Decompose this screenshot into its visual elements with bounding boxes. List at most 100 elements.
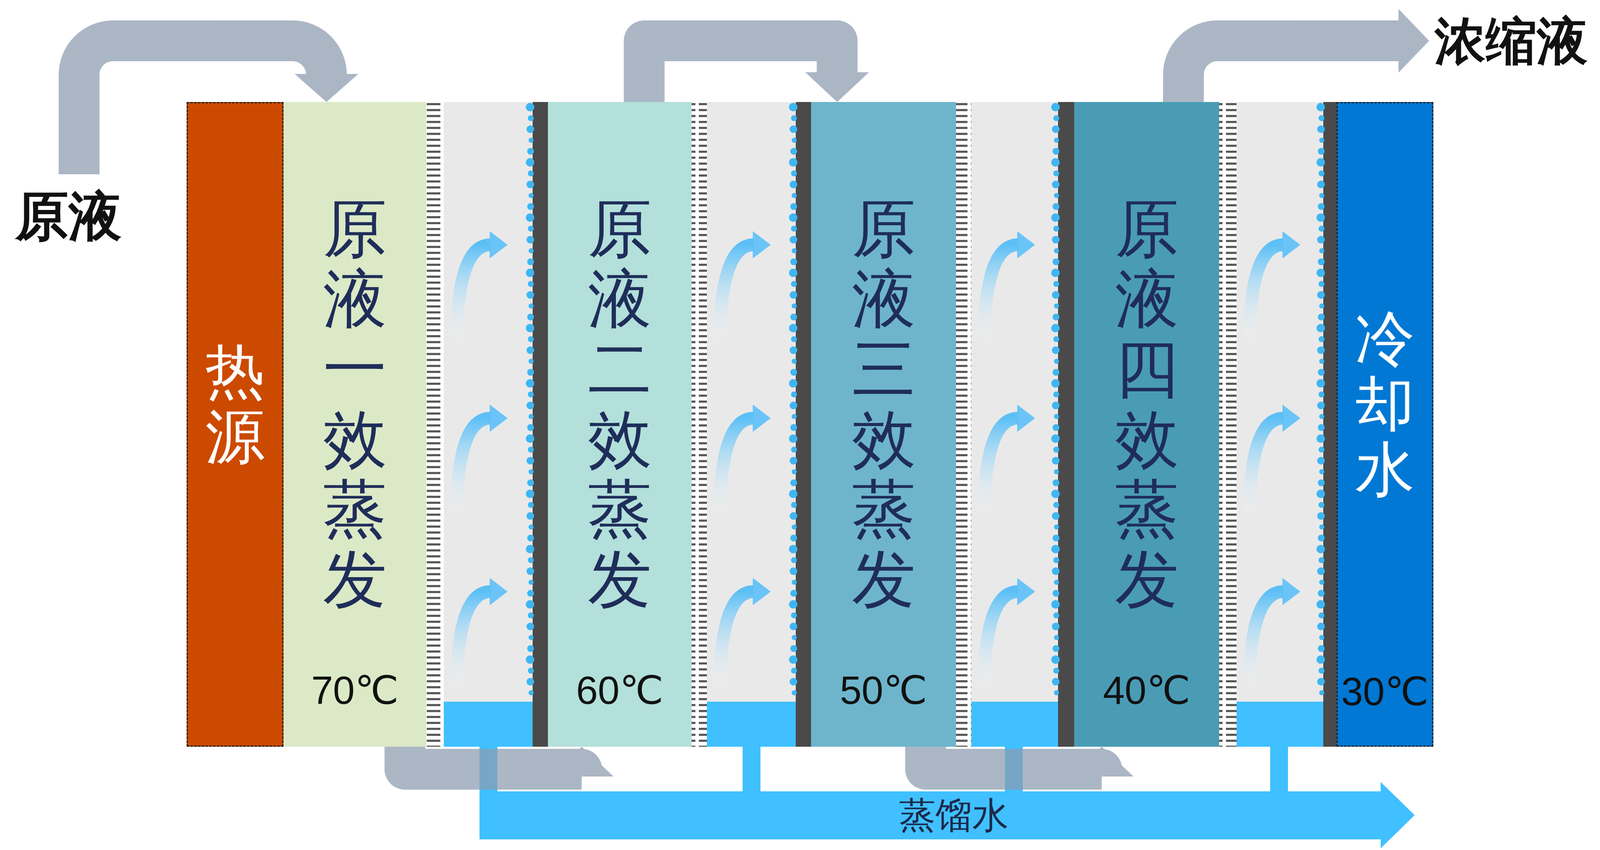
condensate-droplet: [1316, 544, 1325, 554]
temperature-label: 70℃: [311, 669, 399, 713]
condensate-droplet: [1317, 456, 1325, 465]
condensate-droplet: [1053, 137, 1059, 143]
condensate-droplet: [1051, 655, 1060, 664]
condensate-droplet: [527, 391, 534, 398]
effect-box: 原液四效蒸发40℃: [1074, 102, 1220, 747]
condensate-droplet: [1319, 248, 1325, 254]
condensate-droplet: [1317, 258, 1325, 266]
condensate-droplet: [527, 170, 534, 177]
condensate-droplet: [791, 502, 798, 508]
connector-line: [643, 40, 837, 103]
condensate-droplet: [1053, 579, 1059, 585]
condensate-droplet: [528, 690, 534, 696]
condensate-droplet: [1318, 667, 1325, 674]
condensate-droplet: [528, 137, 534, 143]
condensate-droplet: [1316, 379, 1325, 388]
condensate-droplet: [1053, 170, 1060, 177]
condensate-droplet: [1317, 235, 1325, 244]
condensing-wall: [532, 102, 548, 747]
condensate-droplet: [790, 147, 798, 155]
condensate-droplet: [1317, 368, 1325, 376]
condensate-droplet: [1318, 502, 1325, 508]
condensate-droplet: [1319, 635, 1325, 641]
condensate-droplet: [1053, 336, 1060, 343]
condensate-droplet: [528, 303, 534, 309]
connector-arrowhead: [1069, 746, 1134, 777]
concentrate-arrow: [1183, 40, 1400, 103]
box-title: 原液一效蒸发: [323, 193, 387, 615]
condensate-droplet: [1053, 358, 1059, 364]
condensate-droplet: [1051, 213, 1060, 222]
condensate-droplet: [789, 456, 798, 465]
condensate-droplet: [790, 645, 798, 653]
condensate-droplet: [789, 125, 798, 134]
condensate-droplet: [789, 401, 798, 410]
condensate-droplet: [1319, 192, 1325, 199]
vapor-arrowhead: [1017, 231, 1036, 259]
condensate-droplet: [788, 379, 798, 388]
condensate-droplet: [1053, 115, 1060, 122]
condensate-droplet: [791, 358, 797, 364]
condensate-droplet: [1318, 391, 1325, 398]
condensate-droplet: [1317, 203, 1325, 210]
condensate-droplet: [791, 303, 797, 309]
condensate-droplet: [1052, 534, 1060, 542]
vapor-arrow: [984, 591, 1019, 694]
condensate-droplet: [1319, 690, 1325, 696]
condensate-droplet: [789, 235, 798, 244]
vapor-arrowhead: [1282, 404, 1301, 432]
distillate-stub: [1270, 746, 1288, 793]
box-title: 原液三效蒸发: [851, 193, 916, 615]
condensate-droplet: [528, 192, 534, 199]
connector-arrowhead: [549, 746, 614, 777]
condensate-droplet: [526, 456, 535, 465]
condensing-wall: [1323, 102, 1337, 747]
membrane-hatch: [1219, 102, 1237, 747]
condensate-droplet: [791, 280, 798, 287]
condensate-droplet: [1051, 379, 1060, 388]
condensate-droplet: [1053, 524, 1059, 530]
condensate-droplet: [1318, 336, 1325, 343]
condensate-droplet: [1052, 346, 1060, 355]
temperature-label: 50℃: [839, 669, 928, 713]
connector-arrowhead: [805, 72, 869, 103]
condensate-droplet: [528, 635, 534, 641]
condensate-droplet: [1318, 557, 1325, 564]
condensate-droplet: [525, 434, 535, 443]
vapor-arrowhead: [752, 231, 771, 259]
vapor-arrow: [456, 591, 491, 694]
condensate-droplet: [1317, 125, 1325, 134]
feed-label: 原液: [15, 187, 122, 246]
condensate-droplet: [790, 313, 798, 321]
feed-arrowhead: [294, 73, 359, 103]
flow-connector: [405, 746, 614, 777]
condensate-droplet: [1053, 469, 1059, 475]
condensate-droplet: [1053, 248, 1059, 254]
condensate-droplet: [791, 115, 798, 122]
condensate-droplet: [791, 137, 797, 143]
condensate-droplet: [791, 225, 798, 232]
condensate-droplet: [1319, 524, 1325, 530]
distillate-pool: [706, 701, 796, 747]
condensate-droplet: [1052, 203, 1060, 210]
distillate-pipe: 蒸馏水: [479, 781, 1415, 850]
condensate-droplet: [527, 479, 534, 487]
condensate-droplet: [526, 567, 535, 576]
condensate-droplet: [1052, 678, 1060, 686]
condensate-droplet: [525, 379, 535, 388]
condensate-droplet: [1317, 291, 1325, 299]
condensate-droplet: [791, 469, 797, 475]
condensate-droplet: [1317, 590, 1325, 597]
condensate-droplet: [527, 590, 534, 597]
vapor-arrow: [719, 591, 754, 694]
condensate-droplet: [790, 424, 798, 432]
condensate-droplet: [1053, 502, 1060, 508]
temperature-label: 60℃: [575, 669, 664, 713]
condensate-droplet: [526, 346, 535, 355]
vapor-arrowhead: [489, 231, 508, 259]
pipe-outline: [479, 782, 1415, 849]
distillate-stub: [742, 746, 761, 793]
condensate-droplet: [525, 489, 535, 499]
condensate-droplet: [1052, 512, 1060, 520]
distillate-pool: [443, 701, 533, 747]
